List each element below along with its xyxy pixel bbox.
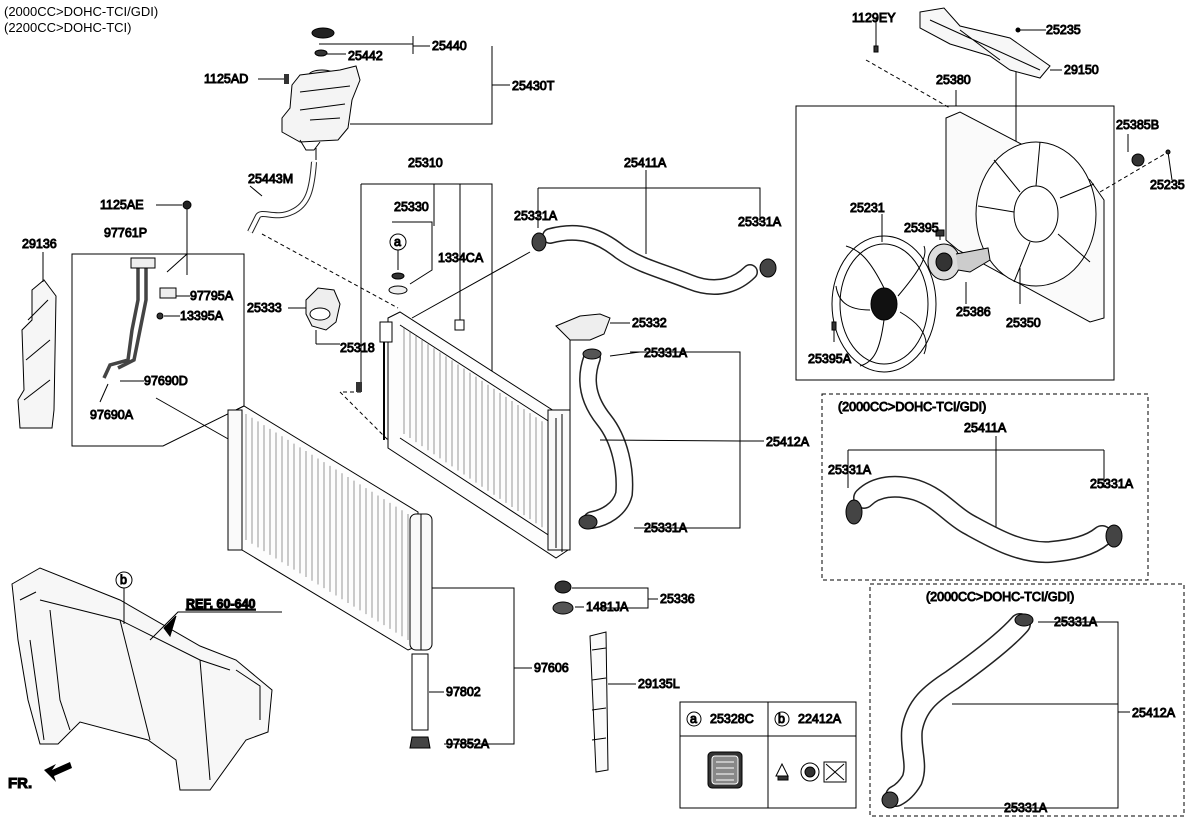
label-variant1-25331a-right: 25331A [1090, 477, 1134, 491]
label-97606: 97606 [534, 661, 569, 675]
callout-b-letter: b [120, 573, 127, 587]
cooling-fan [831, 235, 937, 373]
variant-box-1-title: (2000CC>DOHC-TCI/GDI) [838, 400, 986, 414]
label-25386: 25386 [956, 305, 991, 319]
label-25395a: 25395A [808, 352, 852, 366]
fan-shroud [945, 111, 1105, 323]
label-1481ja: 1481JA [586, 600, 629, 614]
label-97852a: 97852A [446, 737, 490, 751]
label-25440: 25440 [432, 39, 467, 53]
label-25430t: 25430T [512, 79, 555, 93]
fan-shroud-box [795, 105, 1115, 381]
label-25336: 25336 [660, 592, 695, 606]
label-25332: 25332 [632, 316, 667, 330]
label-variant1-25411a: 25411A [964, 421, 1007, 435]
variant-box-2 [869, 583, 1185, 817]
label-25318: 25318 [340, 341, 375, 355]
label-25331a-upper-right: 25331A [738, 215, 782, 229]
label-ref-60-640: REF. 60-640 [186, 597, 256, 611]
label-25412a: 25412A [766, 435, 810, 449]
legend-a-letter: a [690, 712, 697, 726]
label-25443m: 25443M [248, 172, 293, 186]
header-line-2: (2200CC>DOHC-TCI) [4, 20, 132, 35]
label-1129ey: 1129EY [852, 11, 896, 25]
part-25332 [555, 313, 611, 341]
bracket-29150 [919, 7, 1051, 79]
label-25310: 25310 [408, 156, 443, 170]
label-front-direction: FR. [8, 775, 32, 792]
front-arrow-icon [44, 762, 72, 782]
label-25395: 25395 [904, 221, 939, 235]
label-25331a-upper-left: 25331A [514, 209, 558, 223]
label-25350: 25350 [1006, 316, 1041, 330]
legend-table [679, 701, 857, 809]
label-25231: 25231 [850, 201, 885, 215]
label-97795a: 97795A [190, 289, 234, 303]
label-1125ae: 1125AE [100, 198, 144, 212]
condenser [227, 405, 433, 651]
label-25331a-lower-bottom: 25331A [644, 521, 688, 535]
label-25331a-lower-top: 25331A [644, 346, 688, 360]
ac-line-box [71, 253, 245, 447]
variant-box-1 [821, 393, 1149, 581]
label-variant1-25331a-left: 25331A [828, 463, 872, 477]
label-97690a: 97690A [90, 408, 134, 422]
label-25380: 25380 [936, 73, 971, 87]
label-25330: 25330 [394, 200, 429, 214]
radiator-core [379, 311, 571, 559]
label-97761p: 97761P [104, 226, 147, 240]
upper-hose [542, 224, 758, 295]
label-25235-top: 25235 [1046, 23, 1081, 37]
label-25411a: 25411A [624, 156, 667, 170]
label-variant2-25331a-bottom: 25331A [1004, 801, 1048, 815]
seal-29135l [589, 631, 609, 773]
label-25442: 25442 [348, 49, 383, 63]
callout-a-letter: a [394, 235, 401, 249]
label-25333: 25333 [247, 301, 282, 315]
label-1125ad: 1125AD [204, 72, 248, 86]
label-29135l: 29135L [638, 677, 680, 691]
fan-motor [927, 243, 991, 281]
label-29136: 29136 [22, 237, 57, 251]
label-97802: 97802 [446, 685, 481, 699]
label-variant2-25331a-top: 25331A [1054, 615, 1098, 629]
label-13395a: 13395A [180, 309, 224, 323]
label-25235-side: 25235 [1150, 178, 1185, 192]
receiver-drier-97802 [411, 653, 429, 731]
label-97690d: 97690D [144, 374, 188, 388]
label-29150: 29150 [1064, 63, 1099, 77]
label-25385b: 25385B [1116, 118, 1159, 132]
label-1334ca: 1334CA [438, 251, 484, 265]
header-line-1: (2000CC>DOHC-TCI/GDI) [4, 4, 159, 19]
label-variant2-25412a: 25412A [1132, 706, 1176, 720]
bracket-29136 [17, 279, 57, 429]
reservoir-tank [281, 27, 361, 160]
legend-b-part: 22412A [798, 712, 842, 726]
legend-b-letter: b [778, 712, 785, 726]
variant-box-2-title: (2000CC>DOHC-TCI/GDI) [926, 590, 1074, 604]
legend-a-part: 25328C [710, 712, 754, 726]
front-end-carrier [11, 567, 273, 791]
